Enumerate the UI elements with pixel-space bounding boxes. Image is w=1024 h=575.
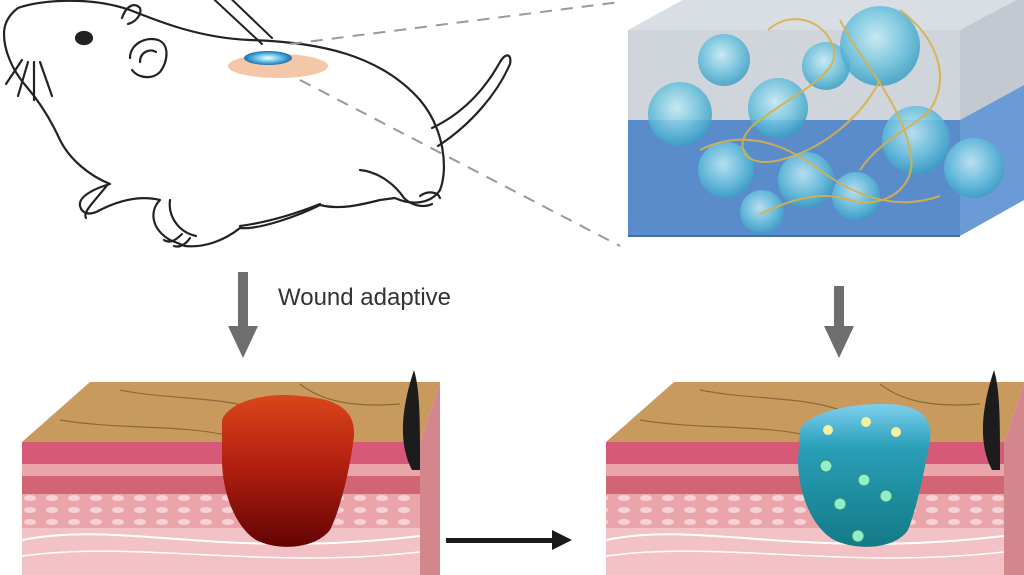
skin-block-right bbox=[605, 370, 1024, 575]
down-arrow-left bbox=[228, 272, 258, 358]
zoom-lines bbox=[289, 1, 621, 247]
skin-block-left bbox=[21, 370, 440, 575]
wound-left bbox=[222, 395, 355, 547]
hair-follicle-right bbox=[982, 370, 1000, 470]
hair-follicle-left bbox=[402, 370, 420, 470]
fiber-strands bbox=[699, 9, 941, 215]
injection-hole bbox=[244, 51, 292, 65]
rat-illustration bbox=[2, 0, 512, 248]
microsphere-group bbox=[648, 6, 1004, 234]
hydrogel-particles bbox=[819, 417, 901, 543]
down-arrow-right bbox=[824, 286, 854, 358]
step-label: Wound adaptive bbox=[278, 284, 452, 311]
right-arrow bbox=[446, 530, 572, 550]
hydrogel-box bbox=[628, 0, 1024, 237]
